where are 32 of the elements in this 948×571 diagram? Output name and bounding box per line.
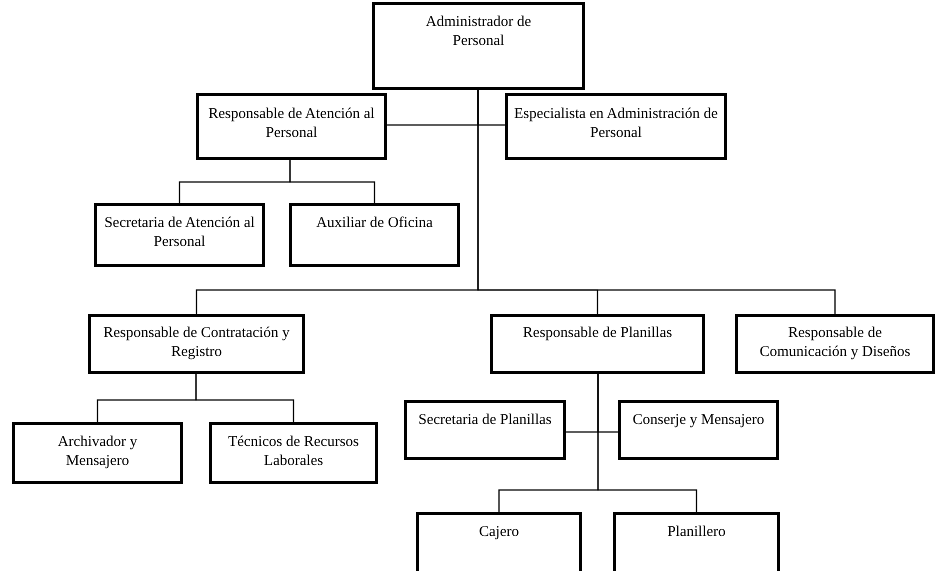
org-box <box>416 512 582 571</box>
position-title: Especialista en Administración de Personal <box>514 105 718 143</box>
org-box <box>94 203 265 267</box>
position-title: Responsable de Contratación y Registro <box>102 324 291 362</box>
position-title: Técnicos de Recursos Laborales <box>227 433 360 471</box>
org-box <box>404 400 566 460</box>
org-box <box>505 93 727 160</box>
position-title: Responsable de Comunicación y Diseños <box>758 324 912 362</box>
position-title: Secretaria de Planillas <box>418 411 552 430</box>
org-box <box>12 422 183 484</box>
position-title: Auxiliar de Oficina <box>316 214 433 233</box>
position-title: Secretaria de Atención al Personal <box>103 214 256 252</box>
position-title: Planillero <box>667 523 726 542</box>
position-title: Cajero <box>479 523 519 542</box>
position-title: Archivador y Mensajero <box>56 433 138 471</box>
connector-line <box>195 374 294 422</box>
position-title: Responsable de Atención al Personal <box>207 105 376 143</box>
org-box <box>372 2 585 90</box>
org-box <box>88 314 305 374</box>
position-title: Administrador de Personal <box>424 13 532 51</box>
connector-line <box>477 90 836 314</box>
org-box <box>289 203 460 267</box>
org-box <box>618 400 779 460</box>
org-box <box>196 93 387 160</box>
position-title: Responsable de Planillas <box>522 324 672 343</box>
connector-line <box>597 374 698 512</box>
org-box <box>735 314 935 374</box>
connector-line <box>289 160 376 203</box>
org-box <box>613 512 780 571</box>
org-box <box>490 314 705 374</box>
org-box <box>209 422 378 484</box>
position-title: Conserje y Mensajero <box>632 411 764 430</box>
